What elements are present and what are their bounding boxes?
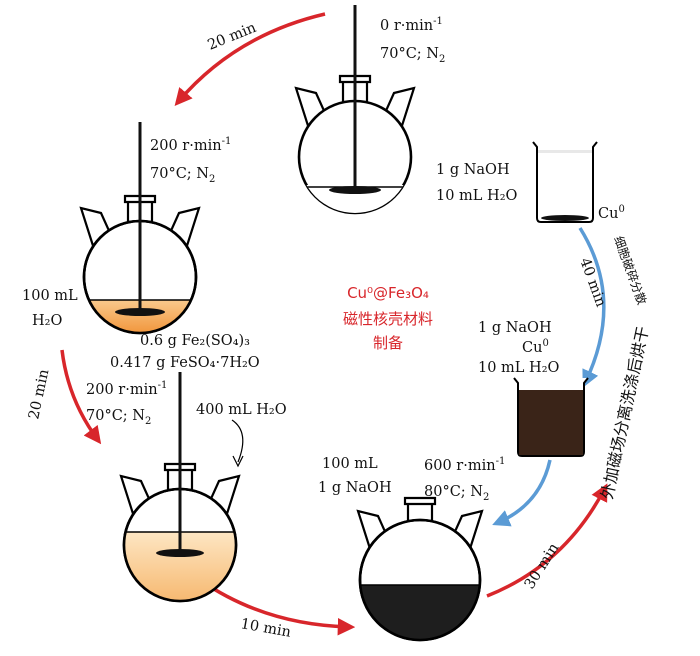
arrow-a4-label: 30 min: [522, 541, 562, 593]
beaker-top: [532, 141, 598, 223]
flask-bottom: [356, 496, 484, 642]
arrow-a2-label: 20 min: [26, 368, 52, 421]
arrow-water-add-head: [232, 455, 244, 468]
arrow-a5-label: 40 min: [576, 256, 608, 309]
title-line3: 制备: [373, 334, 403, 352]
beaker-mid-l2: Cu0: [522, 338, 549, 356]
beaker-top-cu: Cu0: [598, 204, 625, 222]
flask-left-top-reagent1: 0.6 g Fe₂(SO₄)₃: [140, 333, 250, 349]
arrow-left-down: [60, 349, 102, 445]
beaker-mid: [513, 377, 589, 457]
arrow-a1-label: 20 min: [206, 20, 259, 54]
arrow-top-to-left: [174, 12, 326, 106]
arrow-beaker-to-flask: [492, 459, 552, 527]
flask-left-top-cond: 70°C; N2: [150, 166, 215, 185]
flask-bottom-speed: 600 r·min-1: [424, 456, 505, 474]
arrow-bottom-right: [199, 578, 356, 636]
flask-left-top-water2: H₂O: [32, 313, 62, 329]
title-line1: Cu⁰@Fe₃O₄: [347, 284, 429, 302]
arrow-water-add: [231, 419, 244, 463]
title-line2: 磁性核壳材料: [343, 310, 433, 328]
flask-top-cond: 70°C; N2: [380, 46, 445, 65]
arrow-a5-note: 细胞破碎分散: [611, 234, 650, 307]
beaker-top-l1: 1 g NaOH: [436, 162, 510, 178]
flask-left-bottom-speed: 200 r·min-1: [86, 380, 167, 398]
flask-top-speed: 0 r·min-1: [380, 16, 443, 34]
flask-left-bottom-water-add: 400 mL H₂O: [196, 402, 287, 418]
flask-bottom-left1: 100 mL: [322, 456, 378, 472]
flask-left-top-reagent2: 0.417 g FeSO₄·7H₂O: [110, 355, 260, 371]
arrow-bottom-out: [486, 483, 608, 598]
beaker-top-l2: 10 mL H₂O: [436, 188, 518, 204]
flask-top: [294, 5, 416, 215]
flask-bottom-cond: 80°C; N2: [424, 484, 489, 503]
flask-bottom-left2: 1 g NaOH: [318, 480, 392, 496]
flask-left-top: [79, 122, 201, 335]
arrow-beaker-down: [578, 227, 606, 388]
flask-left-top-water: 100 mL: [22, 288, 78, 304]
arrow-a4-note: 外加磁场分离洗涤后烘干: [597, 325, 652, 501]
beaker-mid-l3: 10 mL H₂O: [478, 360, 560, 376]
flask-left-top-speed: 200 r·min-1: [150, 136, 231, 154]
beaker-mid-l1: 1 g NaOH: [478, 320, 552, 336]
flask-left-bottom-cond: 70°C; N2: [86, 408, 151, 427]
